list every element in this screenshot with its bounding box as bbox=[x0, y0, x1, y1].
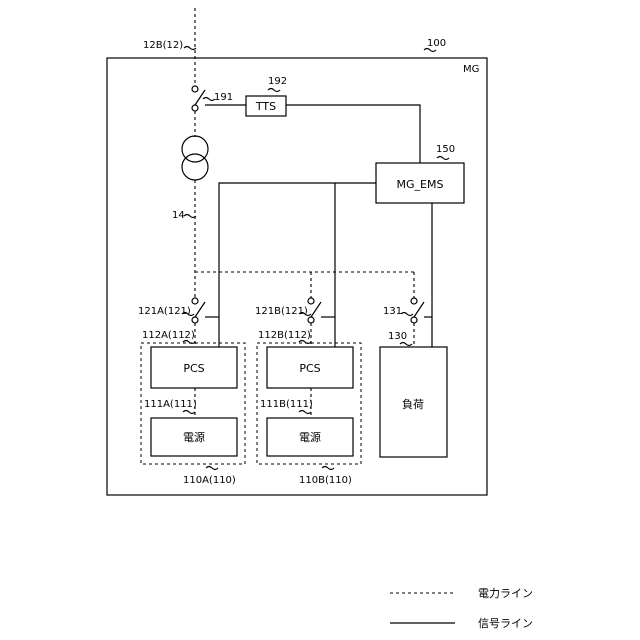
breaker-131-lower-contact bbox=[411, 317, 417, 323]
breaker-191-lower-contact bbox=[192, 105, 198, 111]
group-110a-leader bbox=[206, 467, 218, 470]
pcs-b-label: PCS bbox=[299, 362, 320, 375]
ems-ref-leader bbox=[437, 157, 449, 160]
source-b-ref-leader bbox=[299, 411, 311, 414]
pcs-a-label: PCS bbox=[183, 362, 204, 375]
breaker-191-upper-contact bbox=[192, 86, 198, 92]
breaker-131-label: 131 bbox=[383, 306, 402, 317]
group-110a-label: 110A(110) bbox=[183, 475, 236, 486]
legend-signal-line-label: 信号ライン bbox=[478, 617, 533, 630]
breaker-121b-lower-contact bbox=[308, 317, 314, 323]
breaker-121a-lower-contact bbox=[192, 317, 198, 323]
transformer-secondary-coil bbox=[182, 154, 208, 180]
load-ref-label: 130 bbox=[388, 331, 407, 342]
feeder-14-leader bbox=[184, 215, 196, 218]
pcs-a-ref-label: 112A(112) bbox=[142, 330, 195, 341]
load-ref-leader bbox=[400, 343, 412, 346]
legend-power-line-label: 電力ライン bbox=[478, 587, 533, 600]
source-b-label: 電源 bbox=[299, 430, 321, 444]
breaker-121b-label: 121B(121) bbox=[255, 306, 308, 317]
breaker-121b-upper-contact bbox=[308, 298, 314, 304]
breaker-131-leader bbox=[401, 313, 413, 316]
breaker-191-label: 191 bbox=[214, 92, 233, 103]
source-a-label: 電源 bbox=[183, 430, 205, 444]
microgrid-ref-label: 100 bbox=[427, 38, 446, 49]
source-a-ref-label: 111A(111) bbox=[144, 399, 197, 410]
group-110b-leader bbox=[322, 467, 334, 470]
grid-line-leader bbox=[184, 47, 196, 50]
ems-ref-label: 150 bbox=[436, 144, 455, 155]
tts-ref-leader bbox=[268, 89, 280, 92]
breaker-121a-label: 121A(121) bbox=[138, 306, 191, 317]
ems-to-pcs-a-signal bbox=[219, 183, 376, 347]
group-110b-label: 110B(110) bbox=[299, 475, 352, 486]
breaker-131-upper-contact bbox=[411, 298, 417, 304]
breaker-121a-upper-contact bbox=[192, 298, 198, 304]
source-b-ref-label: 111B(111) bbox=[260, 399, 313, 410]
grid-line-label: 12B(12) bbox=[143, 40, 183, 51]
feeder-14-label: 14 bbox=[172, 210, 185, 221]
load-label: 負荷 bbox=[402, 398, 424, 411]
ems-label: MG_EMS bbox=[397, 178, 444, 191]
pcs-b-ref-label: 112B(112) bbox=[258, 330, 311, 341]
source-a-ref-leader bbox=[183, 411, 195, 414]
tts-to-ems-signal bbox=[286, 105, 420, 163]
tts-label: TTS bbox=[255, 100, 276, 113]
tts-ref-label: 192 bbox=[268, 76, 287, 87]
microgrid-name-label: MG bbox=[463, 64, 479, 75]
